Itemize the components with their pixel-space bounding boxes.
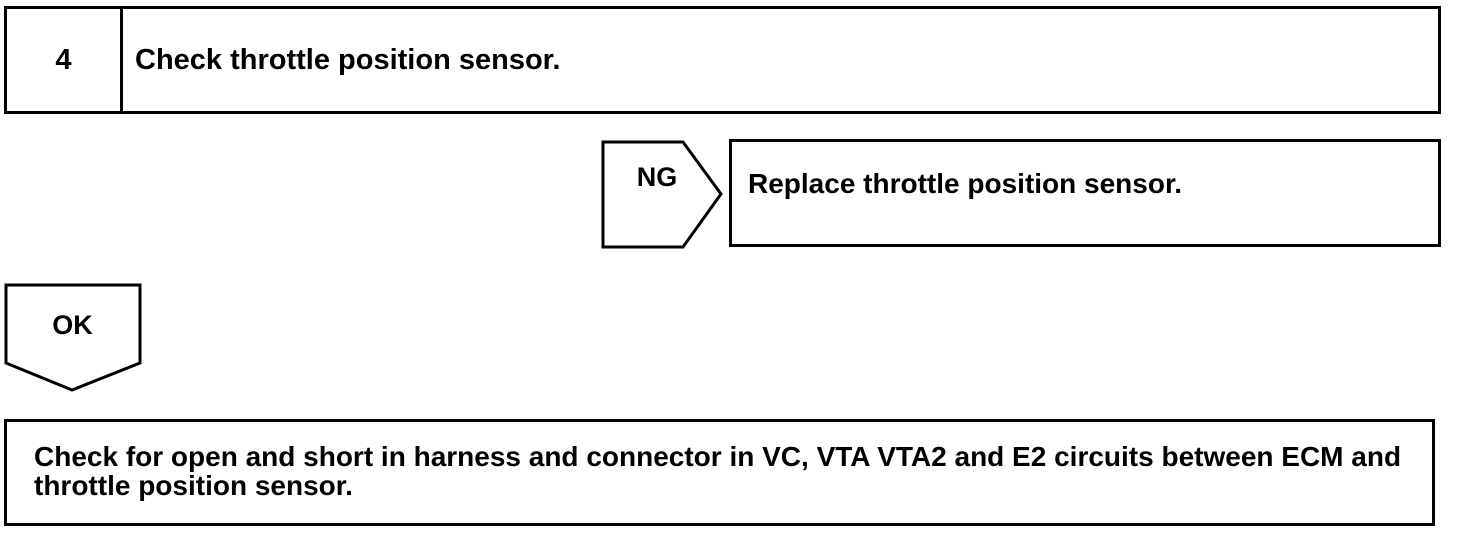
step-number: 4 [55, 43, 72, 76]
ok-arrow-tag [4, 283, 142, 392]
next-step-box: Check for open and short in harness and … [4, 419, 1435, 526]
ng-arrow-tag [601, 140, 723, 249]
step-box: 4 Check throttle position sensor. [4, 6, 1441, 114]
ng-action-text: Replace throttle position sensor. [748, 168, 1183, 199]
ok-label: OK [52, 310, 93, 340]
next-step-text: Check for open and short in harness and … [34, 441, 1402, 501]
ng-label: NG [636, 162, 678, 192]
ng-action-box: Replace throttle position sensor. [729, 139, 1441, 247]
step-title: Check throttle position sensor. [135, 43, 561, 76]
step-divider [120, 9, 123, 111]
